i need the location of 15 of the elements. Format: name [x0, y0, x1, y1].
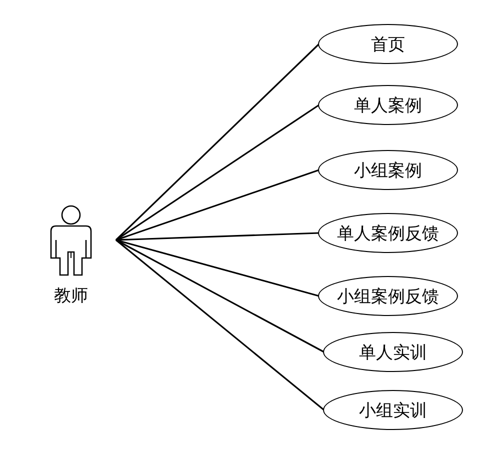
use-case-ellipse: 单人案例反馈	[318, 213, 458, 253]
association-line	[116, 239, 324, 353]
use-case-ellipse: 单人案例	[318, 85, 458, 125]
association-line	[116, 239, 324, 411]
association-line	[116, 239, 320, 297]
actor-label: 教师	[54, 285, 88, 307]
association-line	[116, 232, 320, 241]
association-line	[116, 104, 320, 241]
association-line	[116, 169, 320, 241]
use-case-ellipse: 小组案例反馈	[318, 276, 458, 316]
use-case-ellipse: 首页	[318, 24, 458, 64]
use-case-ellipse: 单人实训	[323, 332, 463, 372]
use-case-ellipse: 小组案例	[318, 150, 458, 190]
association-line	[115, 43, 320, 241]
use-case-ellipse: 小组实训	[323, 390, 463, 430]
